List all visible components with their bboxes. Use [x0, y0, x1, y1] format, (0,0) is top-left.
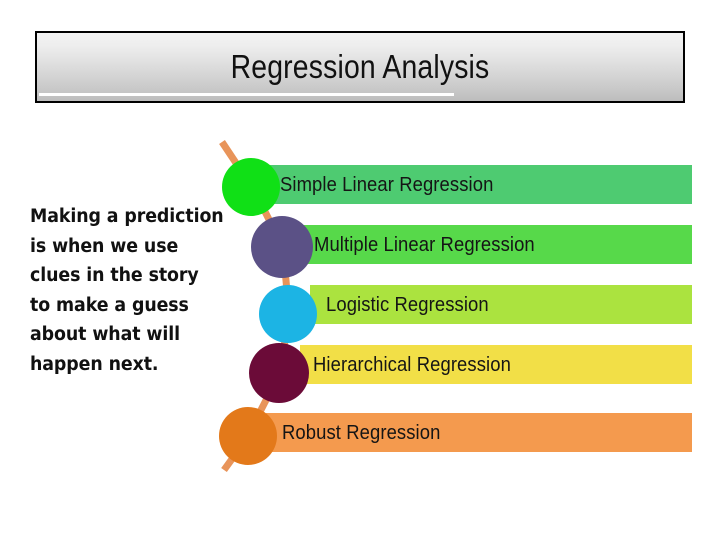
regression-bar[interactable]: Logistic Regression [310, 285, 692, 324]
description-line-2: is when we use [30, 235, 179, 257]
description-line-1: Making a prediction [30, 206, 224, 227]
regression-bar[interactable]: Multiple Linear Regression [300, 225, 692, 264]
regression-bar[interactable]: Hierarchical Regression [300, 345, 692, 384]
regression-bar-label: Simple Linear Regression [280, 172, 494, 196]
node-circle[interactable] [219, 407, 277, 465]
prediction-description-text: Making a prediction is when we use clues… [30, 202, 246, 379]
regression-bar-label: Multiple Linear Regression [314, 232, 535, 256]
regression-bar[interactable]: Robust Regression [266, 413, 692, 452]
regression-bar-label: Hierarchical Regression [313, 352, 511, 376]
description-line-4: to make a guess [30, 294, 189, 316]
description-line-6: happen next. [30, 353, 159, 375]
regression-bar-label: Logistic Regression [326, 292, 489, 316]
description-line-3: clues in the story [30, 265, 199, 286]
title-underline [39, 93, 454, 96]
description-line-5: about what will [30, 324, 180, 345]
title-bar: Regression Analysis [35, 31, 685, 103]
page-title: Regression Analysis [230, 48, 490, 85]
regression-bar[interactable]: Simple Linear Regression [266, 165, 692, 204]
node-circle[interactable] [222, 158, 280, 216]
node-circle[interactable] [259, 285, 317, 343]
node-circle[interactable] [251, 216, 313, 278]
node-circle[interactable] [249, 343, 309, 403]
regression-bar-label: Robust Regression [282, 420, 441, 444]
